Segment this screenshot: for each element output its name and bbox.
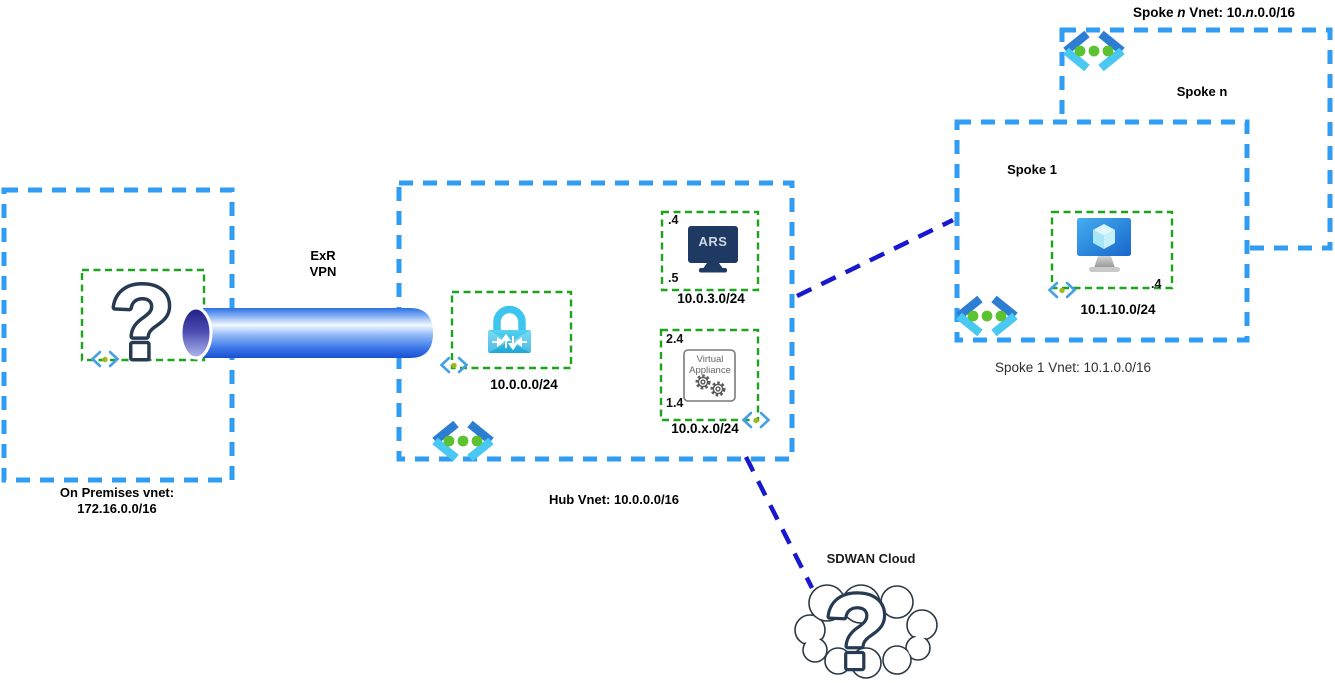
- spoke-1-vnet-label: Spoke 1 Vnet: 10.1.0.0/16: [994, 360, 1152, 375]
- nva-ip-bottom: 1.4: [666, 396, 684, 410]
- route-server-subnet-box: [660, 210, 760, 292]
- route-server-subnet-cidr: 10.0.3.0/24: [677, 291, 745, 306]
- nva-subnet-box: [659, 328, 760, 422]
- hub-vnet-box: [396, 180, 795, 462]
- gateway-subnet-cidr: 10.0.0.0/24: [490, 377, 558, 392]
- gear-icon: [710, 381, 726, 397]
- spoke-1-vm-ip: .4: [1151, 277, 1162, 291]
- spoke-n-title: Spoke n: [1176, 84, 1228, 99]
- hub-vnet-label: Hub Vnet: 10.0.0.0/16: [548, 492, 680, 507]
- nva-ip-top: 2.4: [666, 332, 684, 346]
- route-server-icon: [688, 226, 738, 273]
- gateway-subnet-box: [450, 290, 573, 370]
- spoke-n-vnet-label: Spoke n Vnet: 10.n.0.0/16: [1132, 5, 1296, 20]
- gear-icon: [695, 374, 711, 390]
- nva-subnet-cidr: 10.0.x.0/24: [671, 421, 739, 436]
- sdwan-label: SDWAN Cloud: [826, 551, 916, 566]
- spoke-1-title: Spoke 1: [1007, 162, 1057, 177]
- spoke-1-subnet-cidr: 10.1.10.0/24: [1080, 302, 1156, 317]
- route-server-ip-top: .4: [668, 213, 679, 227]
- route-server-name: ARS: [698, 234, 728, 249]
- vpn-tunnel-pipe-icon: [179, 306, 433, 360]
- vpn-gateway-lock-icon: [488, 305, 531, 353]
- sdwan-question-mark-icon: ?: [825, 574, 889, 683]
- connector-hub-to-spoke1: [796, 217, 954, 299]
- route-server-ip-bottom: .5: [668, 271, 679, 285]
- on-premises-question-mark-icon: ?: [110, 265, 174, 381]
- on-premises-label: On Premises vnet:172.16.0.0/16: [59, 485, 175, 516]
- virtual-machine-icon: [1077, 218, 1131, 272]
- sdwan-cloud-icon: ?: [794, 571, 938, 683]
- connector-hub-to-sdwan: [743, 455, 815, 590]
- virtual-appliance-icon: [683, 349, 736, 402]
- spoke-1-subnet-box: [1050, 210, 1174, 290]
